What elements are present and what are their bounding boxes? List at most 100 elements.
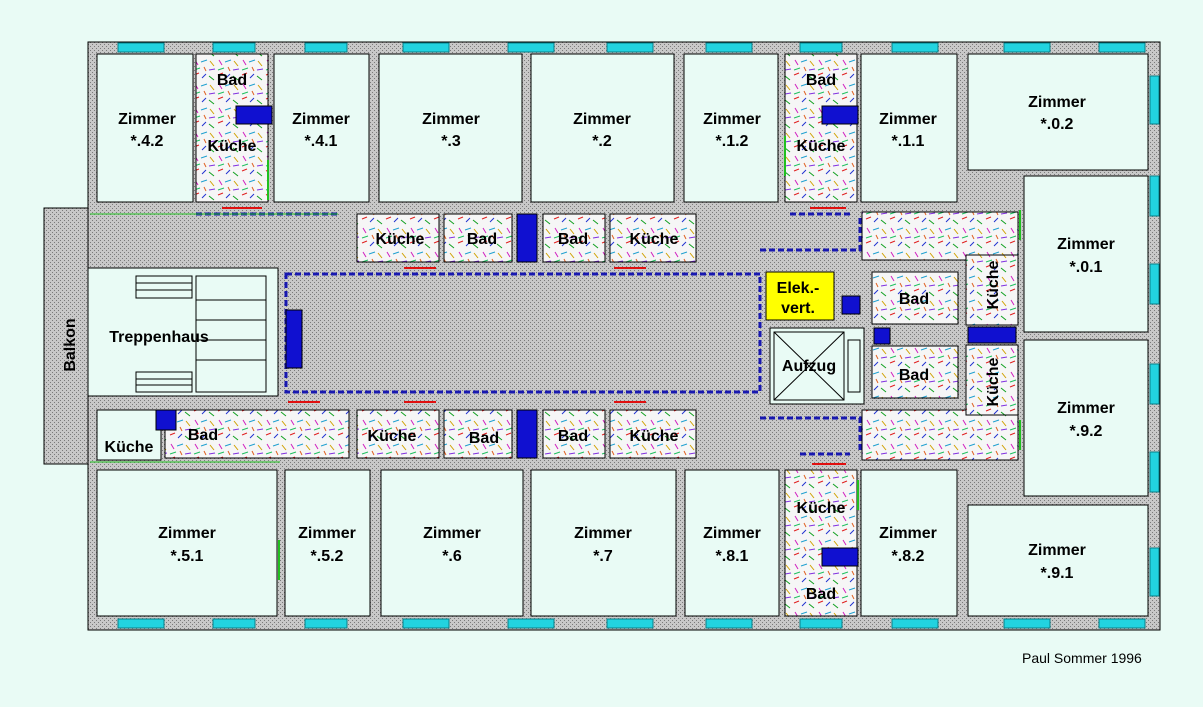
room-8-1 (684, 469, 780, 617)
room-7-number: *.7 (593, 548, 613, 565)
kueche-label: Küche (985, 357, 1002, 406)
room-1-1 (860, 53, 958, 203)
author-credit: Paul Sommer 1996 (1022, 650, 1142, 666)
bad-label: Bad (806, 72, 836, 89)
kueche-label: Küche (797, 138, 846, 155)
balcony-label: Balkon (62, 318, 79, 371)
room-9-2-number: *.9.2 (1070, 423, 1103, 440)
room-4-1-name: Zimmer (292, 111, 350, 128)
bad-bottom-2 (542, 409, 606, 459)
room-5-1-number: *.5.1 (171, 548, 204, 565)
bad-top-1 (443, 213, 513, 263)
room-5-2-name: Zimmer (298, 525, 356, 542)
wet-core-top-left (195, 53, 269, 203)
room-1-1-name: Zimmer (879, 111, 937, 128)
room-7-name: Zimmer (574, 525, 632, 542)
room-8-1-name: Zimmer (703, 525, 761, 542)
bad-east-2 (871, 345, 959, 399)
room-3-number: *.3 (441, 133, 461, 150)
wet-core-bottom (784, 469, 858, 617)
room-0-2-number: *.0.2 (1041, 116, 1074, 133)
room-4-2-name: Zimmer (118, 111, 176, 128)
room-5-1 (96, 469, 278, 617)
room-1-1-number: *.1.1 (892, 133, 925, 150)
bad-label: Bad (899, 367, 929, 384)
room-0-1-number: *.0.1 (1070, 259, 1103, 276)
bad-label: Bad (806, 586, 836, 603)
kueche-top-1 (356, 213, 440, 263)
elevator-label: Aufzug (782, 358, 836, 375)
stairs (135, 275, 267, 393)
electrical-label-line1: Elek.- (777, 280, 820, 297)
room-0-1 (1023, 175, 1149, 333)
room-9-1 (967, 504, 1149, 617)
bad-label: Bad (558, 231, 588, 248)
kueche-bottom-left (96, 409, 162, 461)
room-5-1-name: Zimmer (158, 525, 216, 542)
room-5-2 (284, 469, 371, 617)
room-8-2-number: *.8.2 (892, 548, 925, 565)
kueche-label: Küche (376, 231, 425, 248)
wet-core-top-right (784, 53, 858, 203)
room-4-2-number: *.4.2 (131, 133, 164, 150)
electrical-label-line2: vert. (781, 300, 815, 317)
bad-east-1 (871, 271, 959, 325)
kueche-label: Küche (208, 138, 257, 155)
kueche-label: Küche (105, 439, 154, 456)
room-3-name: Zimmer (422, 111, 480, 128)
shafts (155, 105, 1017, 567)
room-0-1-name: Zimmer (1057, 236, 1115, 253)
bad-label: Bad (188, 427, 218, 444)
room-6-name: Zimmer (423, 525, 481, 542)
kueche-label: Küche (630, 428, 679, 445)
bad-label: Bad (558, 428, 588, 445)
balcony (43, 207, 91, 465)
kueche-label: Küche (985, 260, 1002, 309)
kueche-label: Küche (630, 231, 679, 248)
room-9-1-name: Zimmer (1028, 542, 1086, 559)
room-4-2 (96, 53, 194, 203)
bad-label: Bad (467, 231, 497, 248)
room-1-2 (683, 53, 779, 203)
kueche-bottom-2 (609, 409, 697, 459)
room-4-1-number: *.4.1 (305, 133, 338, 150)
room-1-2-number: *.1.2 (716, 133, 749, 150)
kueche-east-1 (965, 254, 1019, 326)
kueche-top-2 (609, 213, 697, 263)
room-0-2 (967, 53, 1149, 171)
room-3 (378, 53, 523, 203)
kueche-bottom-1 (356, 409, 440, 459)
electrical-distribution (765, 271, 835, 321)
kueche-label: Küche (797, 500, 846, 517)
wet-block-east-top (861, 211, 1019, 261)
bad-label: Bad (217, 72, 247, 89)
stairwell-label: Treppenhaus (109, 329, 209, 346)
room-8-2 (860, 469, 958, 617)
room-9-2 (1023, 339, 1149, 497)
kueche-label: Küche (368, 428, 417, 445)
room-6-number: *.6 (442, 548, 462, 565)
wet-block-east-bottom (861, 409, 1019, 461)
room-7 (530, 469, 677, 617)
kueche-east-2 (965, 344, 1019, 416)
room-8-2-name: Zimmer (879, 525, 937, 542)
bad-bottom-1 (443, 409, 513, 459)
room-4-1 (273, 53, 370, 203)
bad-bottom-left (164, 409, 350, 459)
room-2 (530, 53, 675, 203)
stairwell (87, 267, 279, 397)
room-1-2-name: Zimmer (703, 111, 761, 128)
bad-label: Bad (899, 291, 929, 308)
windows (117, 42, 1160, 629)
room-6 (380, 469, 524, 617)
room-8-1-number: *.8.1 (716, 548, 749, 565)
doors (90, 136, 1021, 580)
room-2-name: Zimmer (573, 111, 631, 128)
room-0-2-name: Zimmer (1028, 94, 1086, 111)
bad-label: Bad (469, 430, 499, 447)
room-2-number: *.2 (592, 133, 612, 150)
room-9-2-name: Zimmer (1057, 400, 1115, 417)
room-5-2-number: *.5.2 (311, 548, 344, 565)
bad-top-2 (542, 213, 606, 263)
